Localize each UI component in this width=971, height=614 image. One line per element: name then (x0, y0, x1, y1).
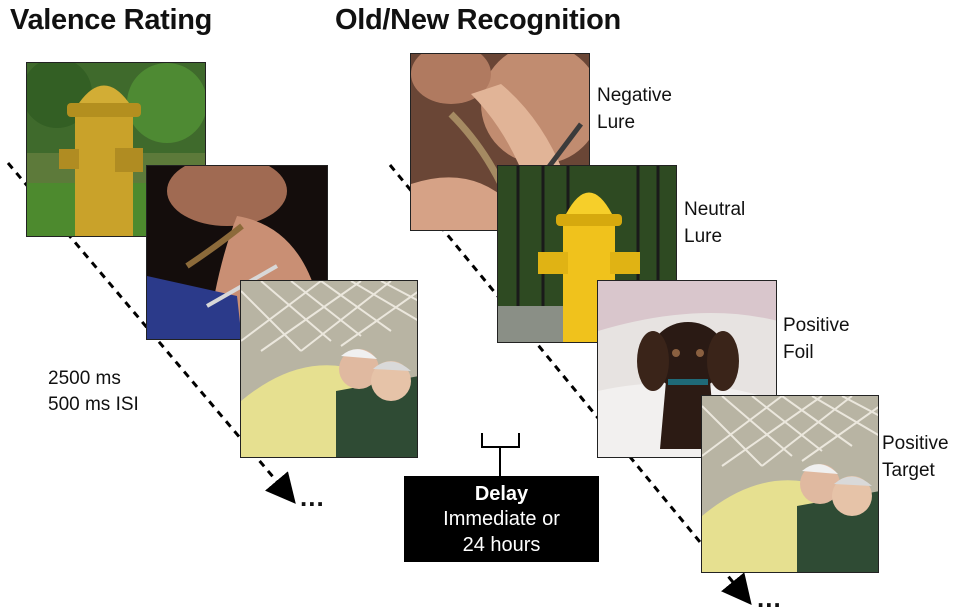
elderly-couple-hammock-target-photo (701, 395, 879, 573)
valence-rating-heading: Valence Rating (10, 4, 213, 36)
recognition-ellipsis: ... (757, 583, 782, 613)
neutral-lure-label-line1: Neutral (684, 199, 746, 220)
positive-target-label-line1: Positive (882, 433, 949, 454)
timing-label-isi: 500 ms ISI (48, 394, 139, 415)
delay-line2: 24 hours (462, 534, 541, 556)
negative-lure-label-line1: Negative (597, 85, 672, 106)
positive-foil-label-line2: Foil (783, 342, 814, 363)
delay-box: Delay Immediate or 24 hours (404, 476, 599, 562)
elderly-couple-hammock-photo (240, 280, 418, 458)
delay-bracket (481, 433, 520, 476)
delay-line1: Immediate or (443, 508, 560, 530)
positive-foil-label-line1: Positive (783, 315, 850, 336)
negative-lure-label-line2: Lure (597, 112, 636, 133)
valence-ellipsis: ... (300, 482, 325, 512)
positive-target-label-line2: Target (882, 460, 935, 481)
neutral-lure-label-line2: Lure (684, 226, 723, 247)
timing-label-duration: 2500 ms (48, 368, 121, 389)
old-new-recognition-heading: Old/New Recognition (335, 4, 621, 36)
recognition-sequence-arrow (388, 164, 752, 605)
delay-title: Delay (474, 483, 529, 505)
